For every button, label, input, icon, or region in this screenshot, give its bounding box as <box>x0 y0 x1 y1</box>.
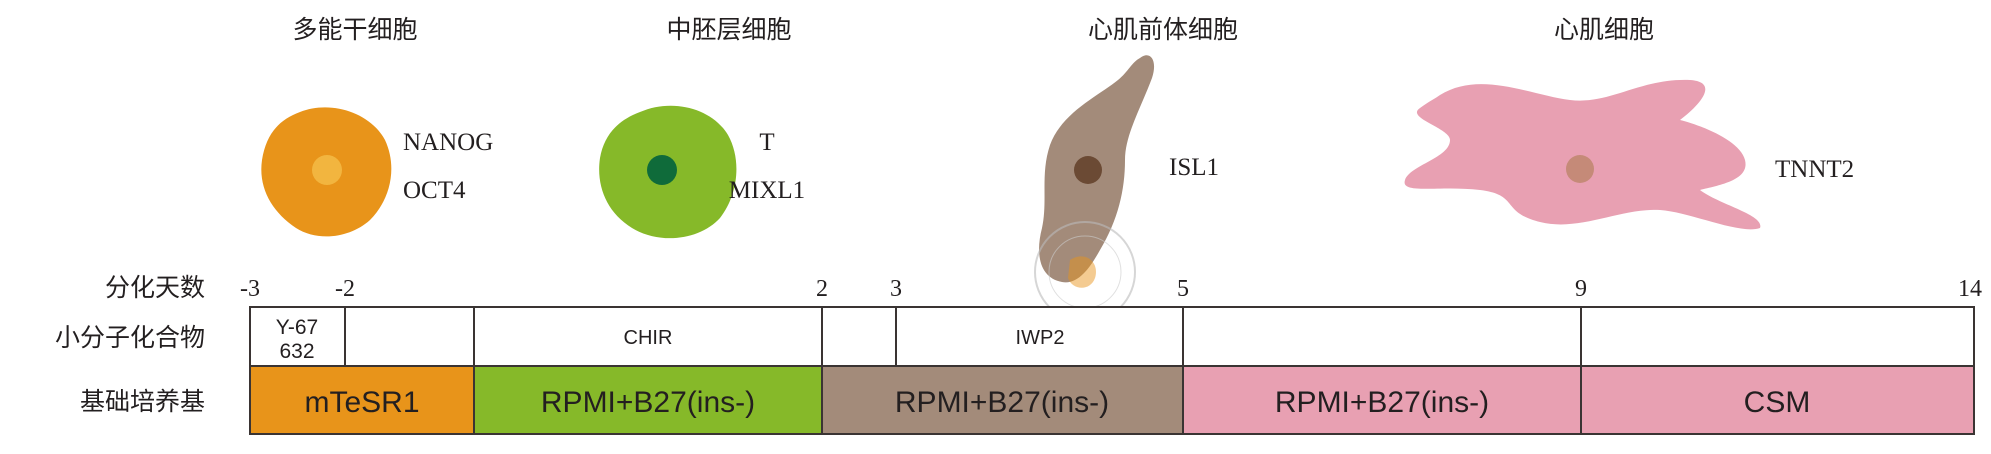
marker-t: T <box>759 129 774 156</box>
medium-cell-rpmi-2 <box>821 365 1184 435</box>
day-label: 3 <box>890 276 902 302</box>
compound-iwp2: IWP2 <box>1016 327 1065 349</box>
marker-oct4: OCT4 <box>403 177 466 204</box>
compound-row <box>249 306 1975 367</box>
compound-chir: CHIR <box>624 327 673 349</box>
progenitor-cell-icon <box>1039 55 1155 283</box>
medium-label: RPMI+B27(ins-) <box>541 386 755 419</box>
stage-title-cardiomyocyte: 心肌细胞 <box>1554 15 1654 44</box>
mesoderm-cell-icon <box>599 105 737 239</box>
marker-nanog: NANOG <box>403 129 493 156</box>
compound-y27632-line1: Y-67 <box>276 316 318 339</box>
day-label: 14 <box>1958 276 1982 302</box>
medium-label: RPMI+B27(ins-) <box>895 386 1109 419</box>
medium-cell-csm <box>1580 365 1975 435</box>
medium-label: mTeSR1 <box>304 386 419 419</box>
day-label: -3 <box>240 276 260 302</box>
day-label: 9 <box>1575 276 1587 302</box>
medium-label: CSM <box>1744 386 1811 419</box>
day-label: -2 <box>335 276 355 302</box>
row-label-days: 分化天数 <box>105 273 205 302</box>
stage-title-pluripotent: 多能干细胞 <box>292 15 417 44</box>
marker-tnnt2: TNNT2 <box>1775 156 1854 183</box>
medium-cell-rpmi-3 <box>1182 365 1582 435</box>
row-label-compounds: 小分子化合物 <box>55 323 205 352</box>
marker-mixl1: MIXL1 <box>729 177 805 204</box>
day-label: 2 <box>816 276 828 302</box>
row-label-medium: 基础培养基 <box>80 387 205 416</box>
pluripotent-cell-icon <box>261 107 392 237</box>
cardiomyocyte-cell-icon <box>1404 79 1761 230</box>
day-label: 5 <box>1177 276 1189 302</box>
marker-isl1: ISL1 <box>1169 154 1219 181</box>
medium-label: RPMI+B27(ins-) <box>1275 386 1489 419</box>
stage-title-progenitor: 心肌前体细胞 <box>1088 15 1238 44</box>
compound-y27632-line2: 632 <box>279 340 314 363</box>
stage-title-mesoderm: 中胚层细胞 <box>666 15 791 44</box>
